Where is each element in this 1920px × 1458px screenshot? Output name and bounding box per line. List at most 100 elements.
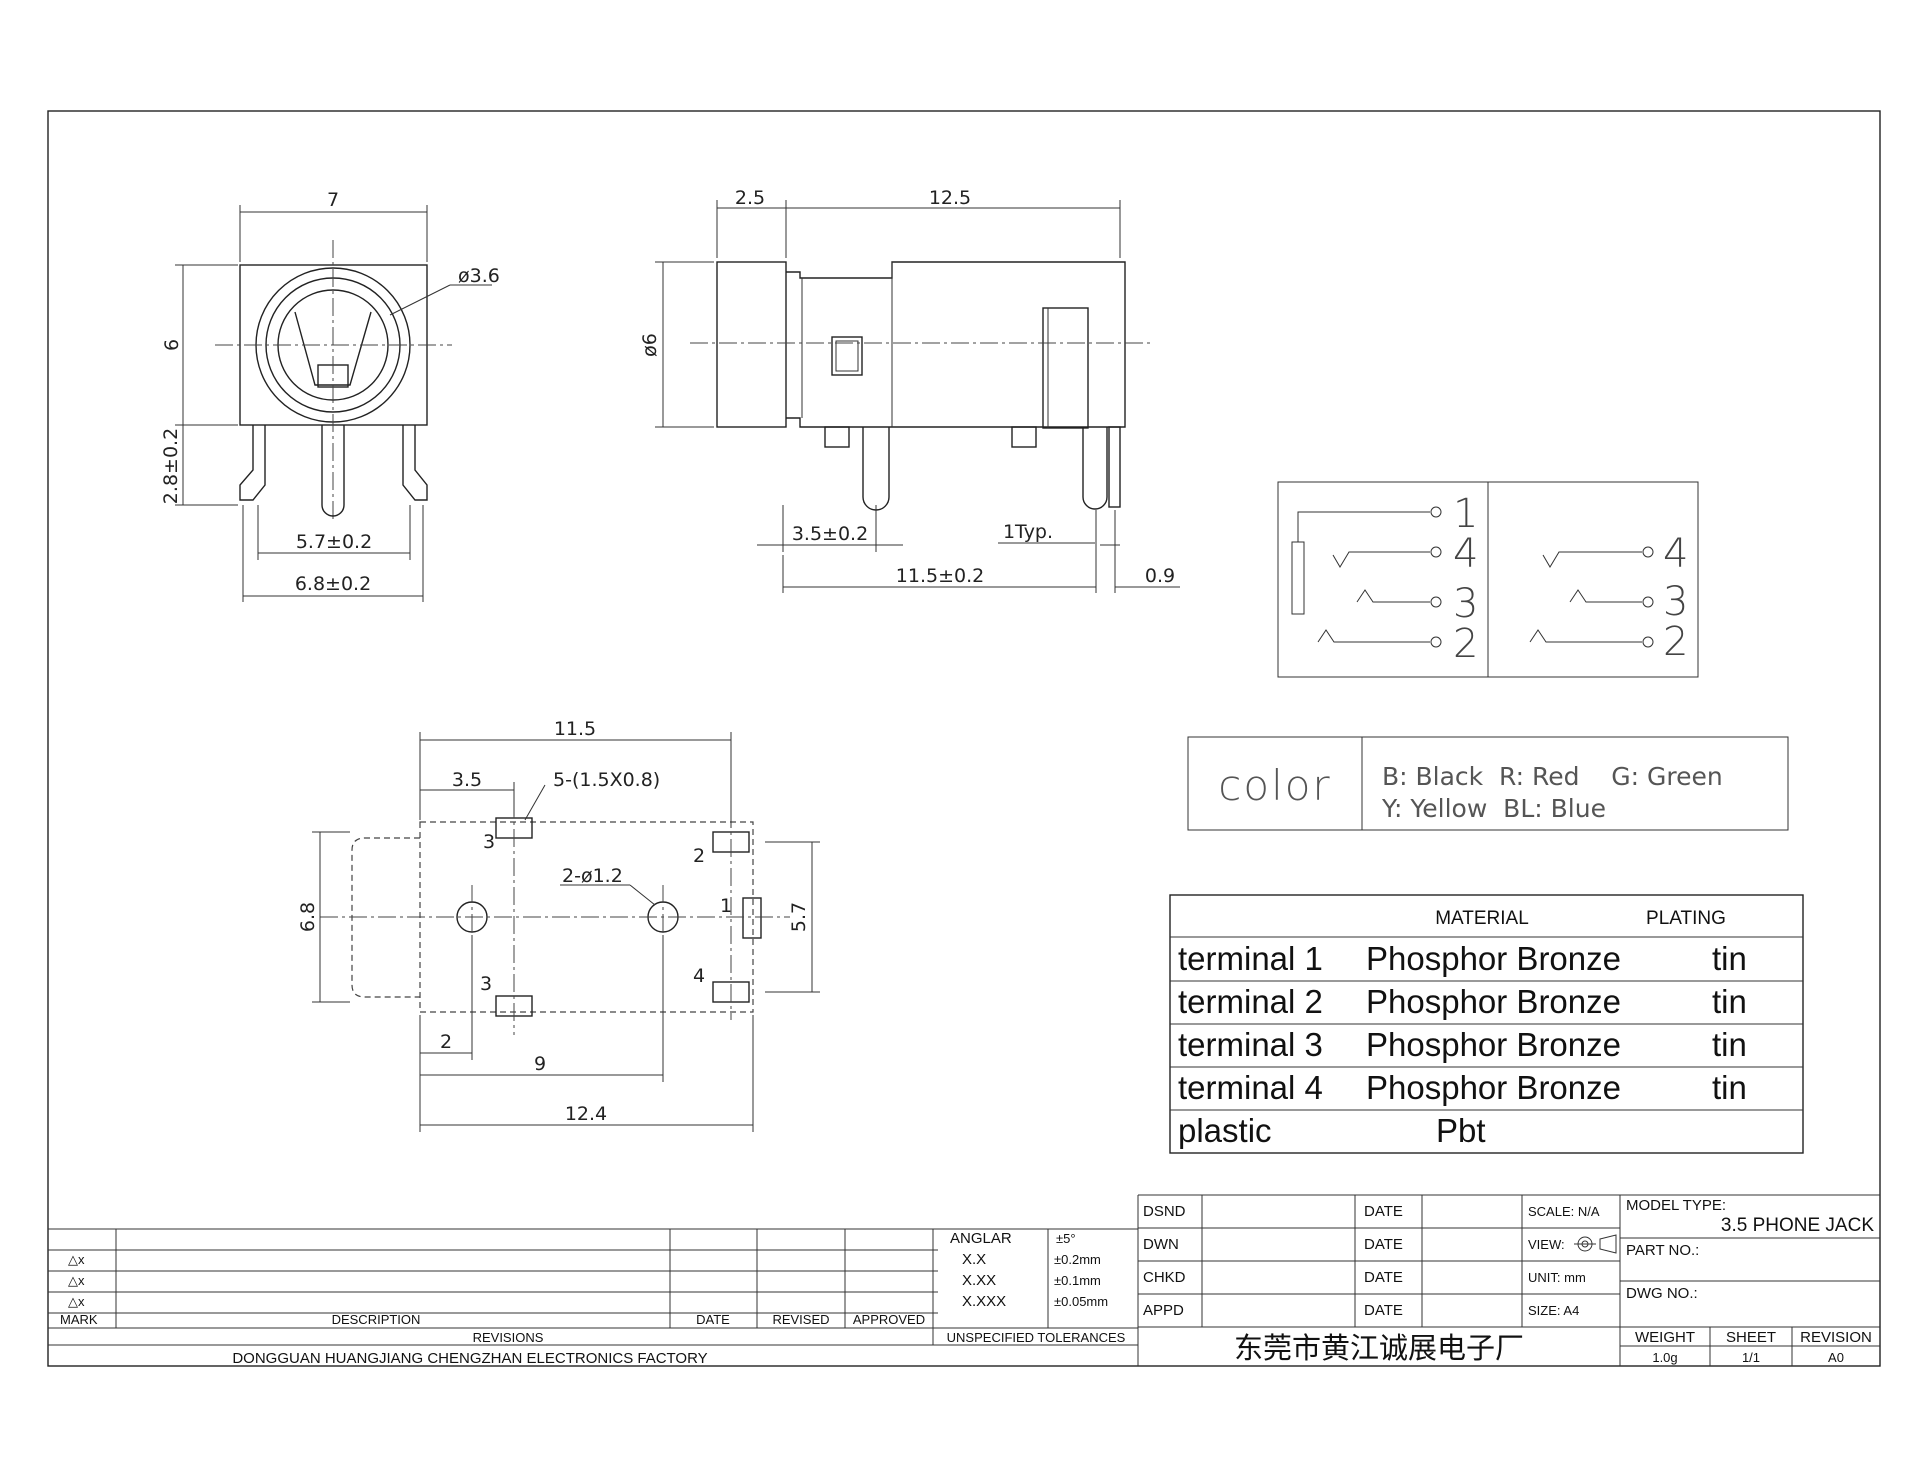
dim-hole: ø3.6 — [458, 265, 500, 287]
dim-pitch-57: 5.7 — [788, 902, 810, 932]
color-legend: color B: Black R: Red G: Green Y: Yellow… — [1187, 736, 1789, 831]
dim-first-slot: 3.5 — [452, 769, 482, 791]
slot-1 — [742, 897, 762, 939]
scale: SCALE: N/A — [1528, 1204, 1600, 1219]
unit: UNIT: mm — [1528, 1270, 1586, 1285]
dim-nine: 9 — [534, 1053, 546, 1075]
tol-value-3: ±0.05mm — [1054, 1294, 1108, 1309]
pin-label-4: 4 — [693, 965, 705, 987]
projection-icon — [1574, 1234, 1617, 1254]
company-name-en: DONGGUAN HUANGJIANG CHENGZHAN ELECTRONIC… — [232, 1350, 707, 1367]
row-5-part: plastic — [1178, 1112, 1272, 1149]
sign-appd: APPD — [1143, 1302, 1184, 1319]
side-flange — [716, 261, 787, 428]
dim-pitch-a: 5.7±0.2 — [296, 531, 372, 553]
dim-body: 12.5 — [929, 187, 971, 209]
col-approved: APPROVED — [853, 1312, 925, 1327]
rev-mark-2: △x — [68, 1273, 85, 1288]
pin-label-3-bottom: 3 — [480, 973, 492, 995]
color-line-1: B: Black R: Red G: Green — [1382, 762, 1723, 791]
tol-title: UNSPECIFIED TOLERANCES — [947, 1330, 1126, 1345]
date-label-2: DATE — [1364, 1236, 1403, 1253]
dim-end: 0.9 — [1145, 565, 1175, 587]
col-revised: REVISED — [772, 1312, 829, 1327]
header-material: MATERIAL — [1435, 908, 1529, 929]
row-5-material: Pbt — [1436, 1112, 1486, 1149]
row-1-material: Phosphor Bronze — [1366, 940, 1621, 977]
pin-label-3-top: 3 — [483, 831, 495, 853]
sign-dwn: DWN — [1143, 1236, 1179, 1253]
schem-right-pin-3: 3 — [1663, 579, 1688, 625]
dim-width: 7 — [327, 189, 339, 211]
row-4-part: terminal 4 — [1178, 1069, 1323, 1106]
col-date: DATE — [696, 1312, 730, 1327]
sheet-border — [47, 110, 1881, 1367]
dwg-no-label: DWG NO.: — [1626, 1285, 1698, 1302]
color-label: color — [1218, 761, 1331, 810]
dim-diameter: ø6 — [639, 333, 661, 357]
dim-pin-typ: 1Typ. — [1003, 521, 1053, 543]
dim-slots: 5-(1.5X0.8) — [553, 769, 660, 791]
schem-left-pin-2: 2 — [1453, 621, 1478, 667]
dim-holes: 2-ø1.2 — [562, 865, 623, 887]
row-1-part: terminal 1 — [1178, 940, 1323, 977]
weight-value: 1.0g — [1652, 1350, 1677, 1365]
col-mark: MARK — [60, 1312, 98, 1327]
sheet-label: SHEET — [1726, 1329, 1776, 1346]
pin-label-1: 1 — [720, 895, 732, 917]
front-view: 7 6 ø3.6 2.8±0.2 5.7±0.2 6.8±0.2 — [160, 189, 500, 602]
weight-label: WEIGHT — [1635, 1329, 1695, 1346]
model-type: 3.5 PHONE JACK — [1721, 1215, 1874, 1236]
date-label-3: DATE — [1364, 1269, 1403, 1286]
tol-value-2: ±0.1mm — [1054, 1273, 1101, 1288]
dim-flange: 2.5 — [735, 187, 765, 209]
model-type-label: MODEL TYPE: — [1626, 1197, 1726, 1214]
dim-pitch-b: 6.8±0.2 — [295, 573, 371, 595]
rev-mark-3: △x — [68, 1294, 85, 1309]
header-plating: PLATING — [1646, 908, 1726, 929]
schem-left-pin-3: 3 — [1453, 581, 1478, 627]
dim-overall: 11.5 — [554, 718, 596, 740]
sleeve-contact — [1291, 541, 1305, 615]
row-4-material: Phosphor Bronze — [1366, 1069, 1621, 1106]
bottom-view: 3 2 1 3 4 11.5 3.5 5-(1.5X0.8) 2-ø1.2 6.… — [297, 718, 820, 1132]
row-3-part: terminal 3 — [1178, 1026, 1323, 1063]
pin-schematic: 1 4 3 2 4 3 2 — [1277, 481, 1699, 678]
tol-value-1: ±0.2mm — [1054, 1252, 1101, 1267]
row-3-plating: tin — [1712, 1026, 1747, 1063]
sheet-value: 1/1 — [1742, 1350, 1760, 1365]
dim-total: 12.4 — [565, 1103, 607, 1125]
row-2-plating: tin — [1712, 983, 1747, 1020]
date-label-1: DATE — [1364, 1203, 1403, 1220]
row-3-material: Phosphor Bronze — [1366, 1026, 1621, 1063]
row-1-plating: tin — [1712, 940, 1747, 977]
schem-left-pin-4: 4 — [1453, 531, 1478, 577]
tol-value-0: ±5° — [1056, 1231, 1076, 1246]
dim-pin-offset: 3.5±0.2 — [792, 523, 868, 545]
revisions-label: REVISIONS — [473, 1330, 544, 1345]
schem-right-pin-4: 4 — [1663, 531, 1688, 577]
row-2-part: terminal 2 — [1178, 983, 1323, 1020]
col-description: DESCRIPTION — [332, 1312, 421, 1327]
color-line-2: Y: Yellow BL: Blue — [1381, 794, 1606, 823]
tol-label-3: X.XXX — [962, 1293, 1006, 1310]
tol-label-2: X.XX — [962, 1272, 996, 1289]
dim-span: 11.5±0.2 — [896, 565, 984, 587]
rev-mark-1: △x — [68, 1252, 85, 1267]
dim-height: 6 — [161, 339, 183, 351]
pin-label-2: 2 — [693, 845, 705, 867]
revision-label: REVISION — [1800, 1329, 1872, 1346]
row-2-material: Phosphor Bronze — [1366, 983, 1621, 1020]
company-name-cn: 东莞市黄江诚展电子厂 — [1234, 1331, 1524, 1365]
sign-chkd: CHKD — [1143, 1269, 1186, 1286]
schem-right-pin-2: 2 — [1663, 619, 1688, 665]
size: SIZE: A4 — [1528, 1303, 1579, 1318]
part-no-label: PART NO.: — [1626, 1242, 1699, 1259]
tol-label-0: ANGLAR — [950, 1230, 1012, 1247]
dim-height-68: 6.8 — [297, 902, 319, 932]
revision-value: A0 — [1828, 1350, 1844, 1365]
tol-label-1: X.X — [962, 1251, 986, 1268]
materials-table: MATERIAL PLATING terminal 1 Phosphor Bro… — [1169, 894, 1804, 1154]
side-view: 2.5 12.5 ø6 3.5±0.2 1Typ. 11.5±0.2 0.9 — [639, 187, 1180, 593]
